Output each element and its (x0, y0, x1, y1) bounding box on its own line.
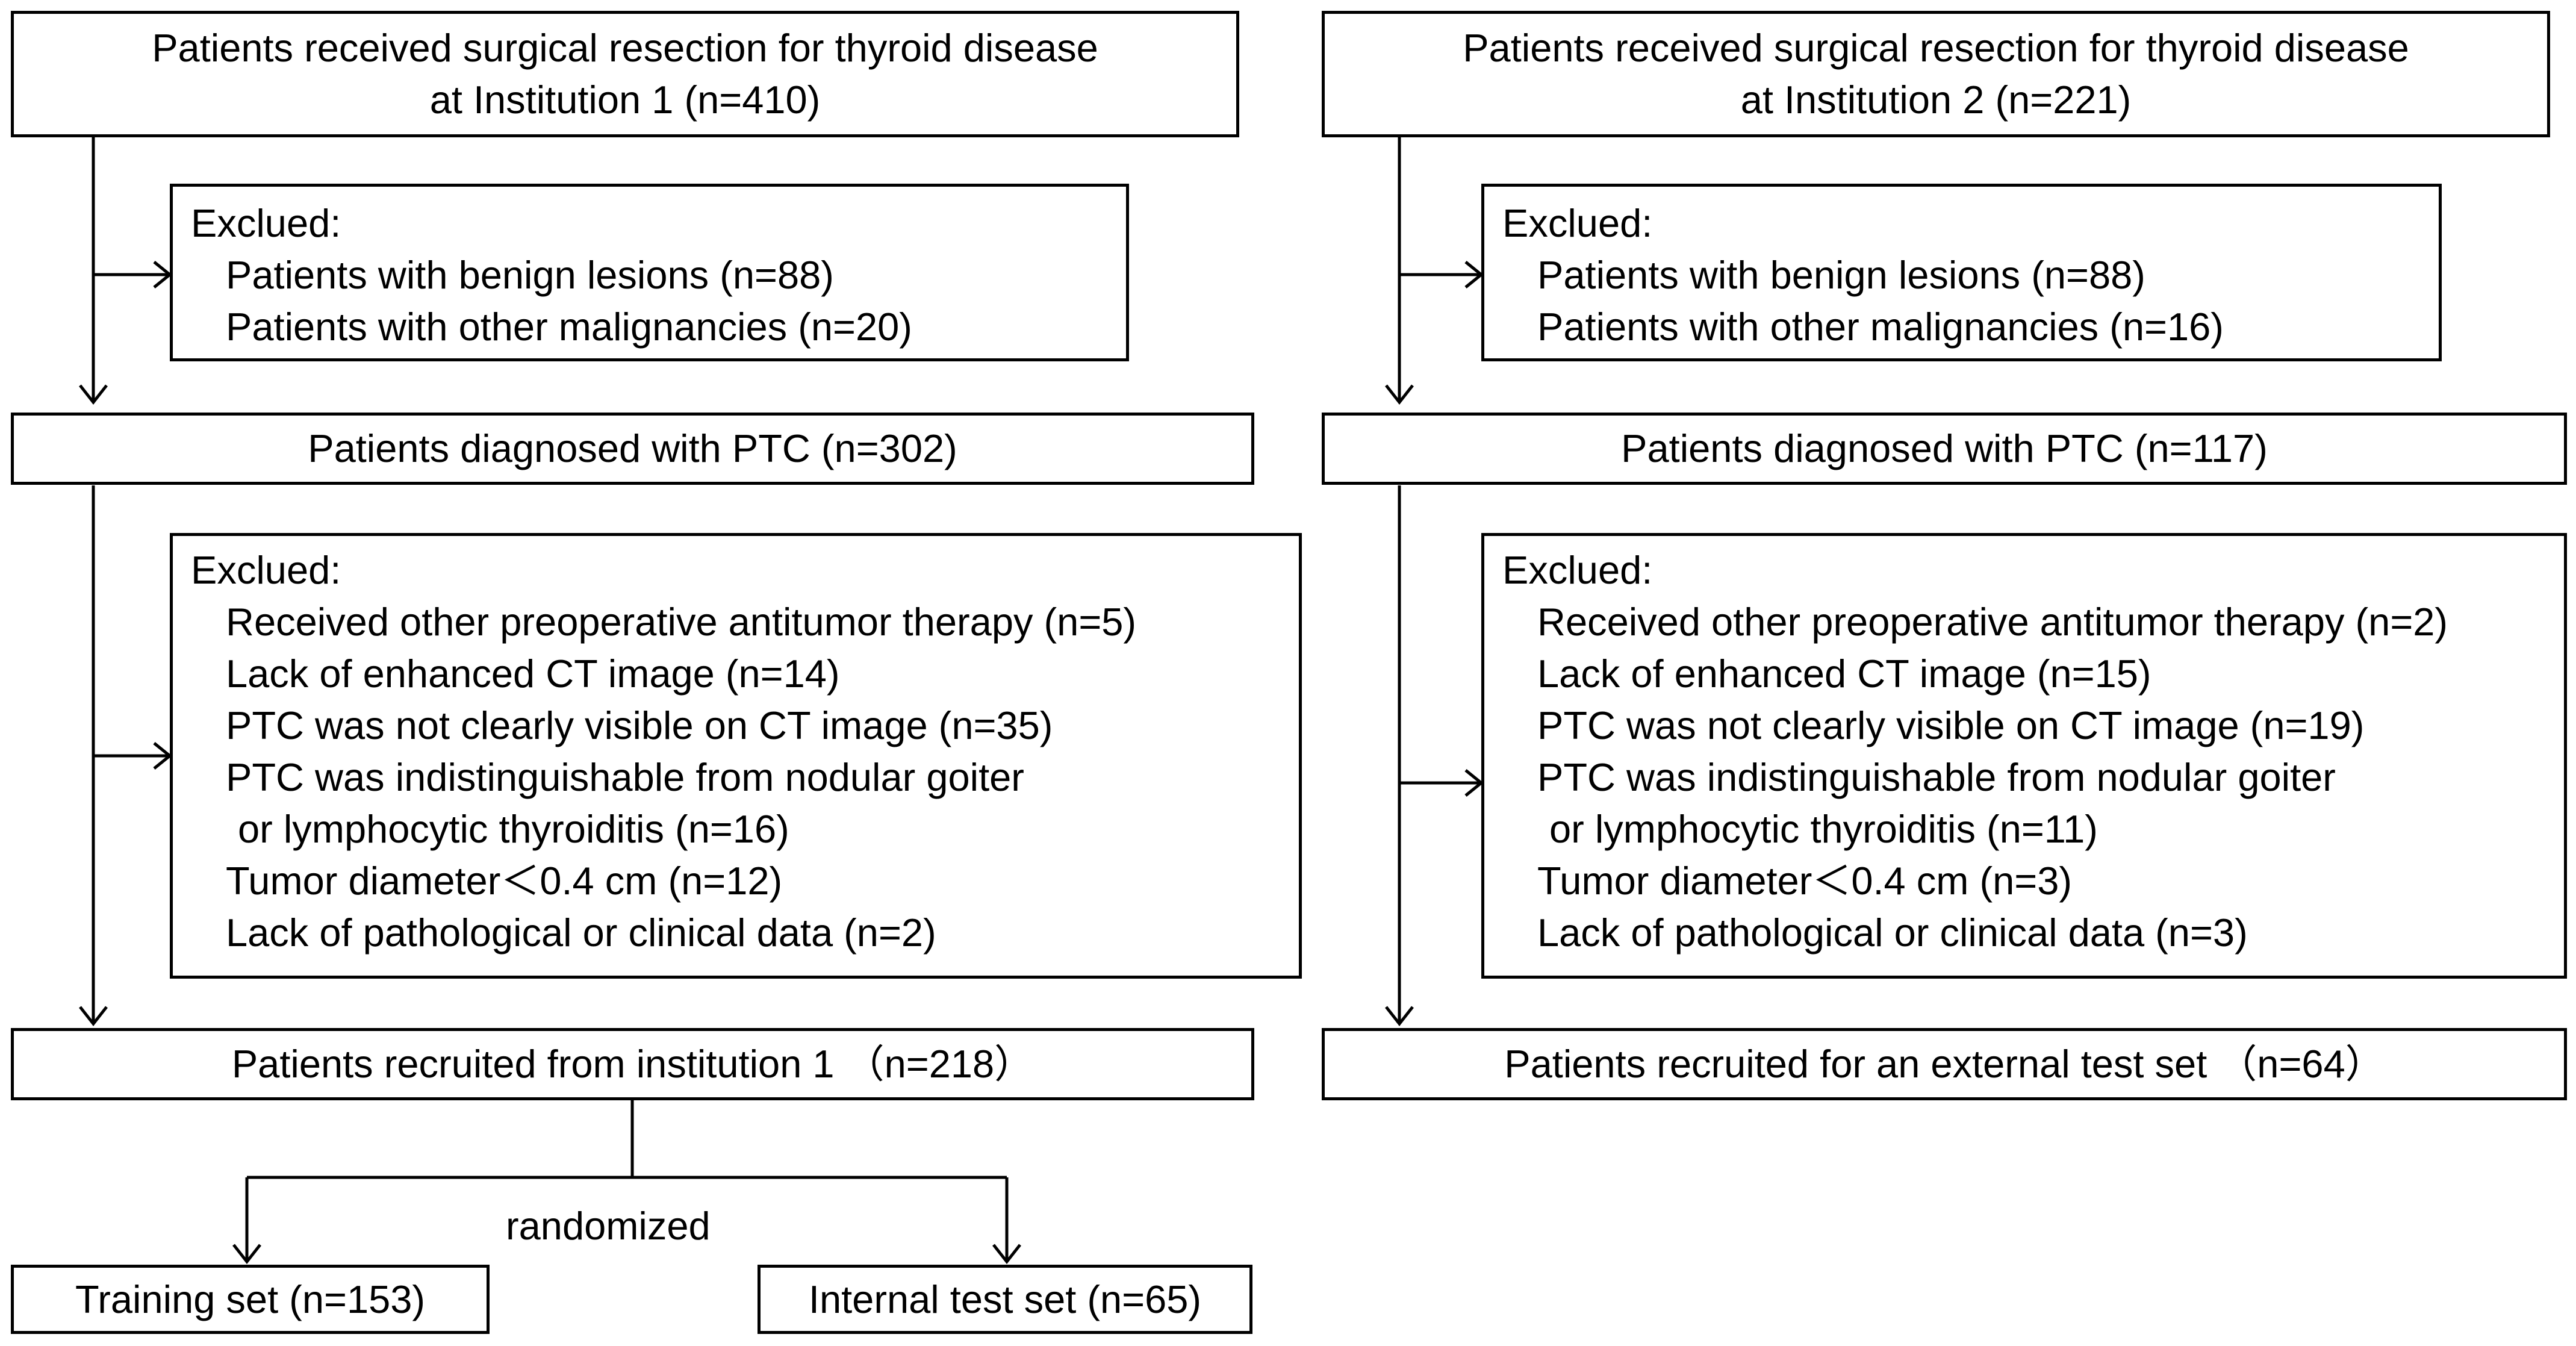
right-exclusion2-item: Received other preoperative antitumor th… (1537, 600, 2448, 644)
arrowhead-training (232, 1244, 261, 1265)
left-exclusion2-item: or lymphocytic thyroiditis (n=16) (238, 807, 789, 851)
left-exclusion2-item: PTC was not clearly visible on CT image … (226, 703, 1053, 747)
right-exclusion1-box: Exclued: Patients with benign lesions (n… (1481, 184, 2442, 361)
training-set-label: Training set (n=153) (75, 1277, 426, 1321)
right-exclusion2-item: Tumor diameter＜0.4 cm (n=3) (1537, 859, 2073, 903)
right-top-box: Patients received surgical resection for… (1322, 11, 2550, 137)
left-top-line1: Patients received surgical resection for… (152, 26, 1098, 70)
left-exclusion2-item: Received other preoperative antitumor th… (226, 600, 1137, 644)
arrowhead-left-ptc (79, 384, 108, 405)
right-exclusion2-item: Lack of pathological or clinical data (n… (1537, 911, 2248, 955)
right-exclusion1-header: Exclued: (1502, 201, 1653, 245)
left-exclusion2-item: Lack of enhanced CT image (n=14) (226, 652, 840, 696)
training-set-box: Training set (n=153) (11, 1265, 490, 1334)
right-exclusion1-item: Patients with other malignancies (n=16) (1537, 305, 2224, 349)
right-exclusion2-item: Lack of enhanced CT image (n=15) (1537, 652, 2151, 696)
arrowhead-internal (992, 1244, 1021, 1265)
right-exclusion1-item: Patients with benign lesions (n=88) (1537, 253, 2145, 297)
left-ptc-box: Patients diagnosed with PTC (n=302) (11, 413, 1254, 485)
arrowhead-left-recruited (79, 1006, 108, 1027)
left-exclusion1-item: Patients with other malignancies (n=20) (226, 305, 912, 349)
right-external-box: Patients recruited for an external test … (1322, 1028, 2567, 1100)
left-exclusion2-box: Exclued: Received other preoperative ant… (170, 533, 1302, 979)
arrowhead-right-external (1385, 1006, 1414, 1027)
left-exclusion2-item: PTC was indistinguishable from nodular g… (226, 755, 1024, 799)
left-recruited-label: Patients recruited from institution 1 （n… (231, 1042, 1034, 1086)
arrowhead-right-ptc (1385, 384, 1414, 405)
right-exclusion2-item: or lymphocytic thyroiditis (n=11) (1549, 807, 2098, 851)
left-exclusion2-item: Lack of pathological or clinical data (n… (226, 911, 936, 955)
left-exclusion1-box: Exclued: Patients with benign lesions (n… (170, 184, 1129, 361)
left-top-line2: at Institution 1 (n=410) (429, 78, 821, 122)
left-exclusion1-item: Patients with benign lesions (n=88) (226, 253, 834, 297)
left-top-box: Patients received surgical resection for… (11, 11, 1239, 137)
right-top-line2: at Institution 2 (n=221) (1740, 78, 2132, 122)
left-exclusion2-item: Tumor diameter＜0.4 cm (n=12) (226, 859, 783, 903)
right-exclusion2-box: Exclued: Received other preoperative ant… (1481, 533, 2567, 979)
left-recruited-box: Patients recruited from institution 1 （n… (11, 1028, 1254, 1100)
right-ptc-label: Patients diagnosed with PTC (n=117) (1621, 426, 2268, 470)
randomized-label: randomized (506, 1204, 711, 1248)
internal-test-set-box: Internal test set (n=65) (758, 1265, 1252, 1334)
right-top-line1: Patients received surgical resection for… (1463, 26, 2409, 70)
right-external-label: Patients recruited for an external test … (1504, 1042, 2385, 1086)
left-exclusion2-header: Exclued: (191, 548, 341, 592)
right-exclusion2-item: PTC was not clearly visible on CT image … (1537, 703, 2365, 747)
left-exclusion1-header: Exclued: (191, 201, 341, 245)
internal-test-set-label: Internal test set (n=65) (808, 1277, 1202, 1321)
left-ptc-label: Patients diagnosed with PTC (n=302) (308, 426, 957, 470)
right-ptc-box: Patients diagnosed with PTC (n=117) (1322, 413, 2567, 485)
right-exclusion2-header: Exclued: (1502, 548, 1653, 592)
right-exclusion2-item: PTC was indistinguishable from nodular g… (1537, 755, 2336, 799)
